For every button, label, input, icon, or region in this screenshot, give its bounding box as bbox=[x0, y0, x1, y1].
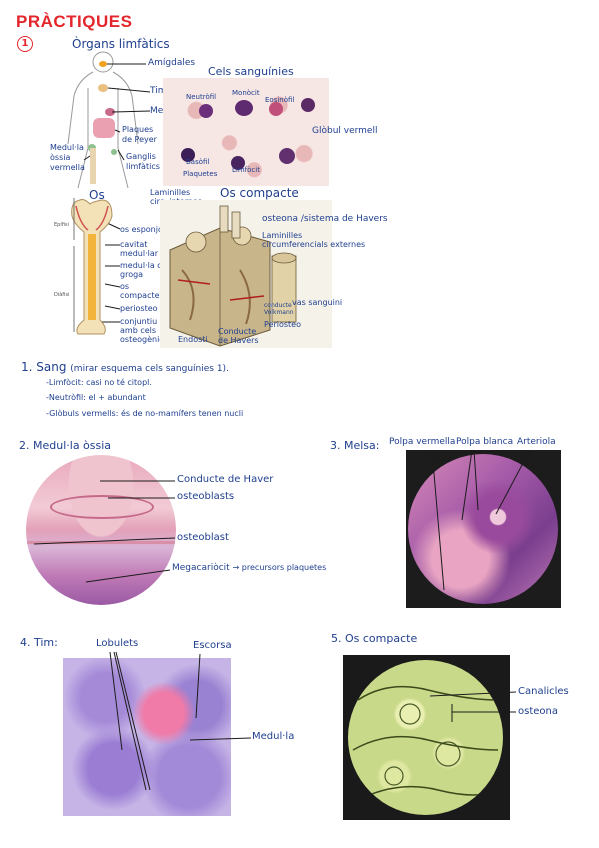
label-periosti: Periosteo bbox=[264, 320, 301, 329]
label-polpa-blanca: Polpa blanca bbox=[456, 437, 514, 447]
label-epifisi: Epífisi bbox=[54, 222, 69, 228]
label-endosti: Endosti bbox=[178, 335, 208, 344]
label-arteriola: Arteriola bbox=[517, 437, 556, 447]
label-eosinofil: Eosinòfil bbox=[265, 96, 295, 104]
label-lobulets: Lobulets bbox=[96, 638, 139, 649]
bone-title: Os bbox=[89, 188, 105, 202]
label-escorsa: Escorsa bbox=[193, 640, 232, 651]
section5-title: 5. Os compacte bbox=[331, 632, 418, 645]
section-number-badge: 1 bbox=[17, 36, 33, 52]
label-canalicles: Canalicles bbox=[518, 686, 569, 697]
label-basofil: Basòfil bbox=[186, 158, 210, 166]
note-item-1: -Limfòcit: casi no té citopl. bbox=[46, 378, 152, 387]
monocit-cell bbox=[235, 100, 253, 116]
precursors-text: → precursors plaquetes bbox=[232, 563, 327, 572]
note-item-2: -Neutròfil: el + abundant bbox=[46, 393, 146, 402]
label-plaquetes: Plaquetes bbox=[183, 170, 218, 178]
label-osteona: osteona /sistema de Havers bbox=[262, 214, 388, 224]
label-polpa-vermella: Polpa vermella bbox=[389, 437, 456, 447]
os-compacte-frame bbox=[343, 655, 510, 820]
label-amigdales: Amígdales bbox=[148, 58, 196, 68]
label-megacariocit: Megacariòcit → precursors plaquetes bbox=[172, 563, 326, 573]
blood-cells-image bbox=[163, 78, 329, 186]
tim-micrograph bbox=[63, 658, 231, 816]
label-globul-vermell: Glòbul vermell bbox=[312, 126, 378, 136]
label-conducte-havers: Conducte de Havers bbox=[218, 327, 259, 345]
bracket-lines bbox=[73, 198, 75, 332]
label-plaques-peyer: Plaques de Peyer bbox=[122, 125, 157, 144]
note-item-3: -Glòbuls vermells: és de no-mamífers ten… bbox=[46, 409, 244, 418]
melsa-frame bbox=[406, 450, 561, 608]
os-compacte-micrograph bbox=[348, 660, 503, 815]
compact-bone-title: Os compacte bbox=[220, 186, 299, 200]
label-periosteo: periosteo bbox=[120, 304, 158, 313]
label-medulla-ossia: Medul·la òssia vermella bbox=[50, 143, 85, 172]
cells-title: Cels sanguínies bbox=[208, 65, 294, 78]
eosinofil-cell bbox=[269, 102, 283, 116]
label-monocit: Monòcit bbox=[232, 89, 260, 97]
organs-title: Òrgans limfàtics bbox=[72, 37, 170, 51]
section2-title: 2. Medul·la òssia bbox=[19, 439, 112, 452]
section3-title: 3. Melsa: bbox=[330, 439, 380, 452]
label-os-compacte: os compacte bbox=[120, 282, 160, 300]
megacariocit-text: Megacariòcit bbox=[172, 563, 230, 573]
compact-bone-drawing bbox=[169, 205, 297, 347]
melsa-micrograph bbox=[408, 454, 558, 604]
label-vas-sanguini: vas sanguini bbox=[292, 298, 343, 307]
havers-canal bbox=[50, 495, 154, 519]
body-outline-diagram bbox=[67, 51, 139, 188]
label-conducte-haver: Conducte de Haver bbox=[177, 474, 274, 485]
sang-hint: (mirar esquema cels sanguínies 1). bbox=[70, 364, 229, 374]
basofil-cell bbox=[181, 148, 195, 162]
label-osteona-sec5: osteona bbox=[518, 706, 558, 717]
label-medulla-tim: Medul·la bbox=[252, 731, 295, 742]
label-tim: Tim bbox=[150, 86, 167, 96]
label-medulla-groga: medul·la o. groga bbox=[120, 261, 165, 279]
label-diafisi: Diàfisi bbox=[54, 292, 70, 298]
label-laminilles-externes: Laminilles circumferencials externes bbox=[262, 231, 366, 249]
sang-heading: 1. Sang (mirar esquema cels sanguínies 1… bbox=[21, 360, 229, 374]
cell-lower-right bbox=[279, 148, 295, 164]
neutrofil-cell bbox=[199, 104, 213, 118]
page-title: PRÀCTIQUES bbox=[16, 12, 133, 31]
label-osteoblasts: osteoblasts bbox=[177, 491, 235, 502]
label-cavitat-medullar: cavitat medul·lar bbox=[120, 240, 159, 258]
long-bone-diagram bbox=[71, 199, 113, 335]
compact-bone-image bbox=[160, 200, 332, 348]
sang-head-text: 1. Sang bbox=[21, 360, 67, 374]
label-ganglis: Ganglis limfàtics bbox=[126, 152, 160, 171]
label-neutrofil: Neutròfil bbox=[186, 93, 217, 101]
label-volkmann: conducte Volkmann bbox=[264, 302, 294, 316]
section4-title: 4. Tim: bbox=[20, 636, 58, 649]
bone-edge bbox=[26, 541, 176, 544]
label-os-esponjos: os esponjós bbox=[120, 225, 168, 234]
label-conjuntiu: conjuntiu amb cels osteogèniques bbox=[120, 317, 179, 344]
label-osteoblast: osteoblast bbox=[177, 532, 229, 543]
label-limfocit: Limfòcit bbox=[232, 166, 260, 174]
limfocit-cell bbox=[231, 156, 245, 170]
cell-top-right bbox=[301, 98, 315, 112]
